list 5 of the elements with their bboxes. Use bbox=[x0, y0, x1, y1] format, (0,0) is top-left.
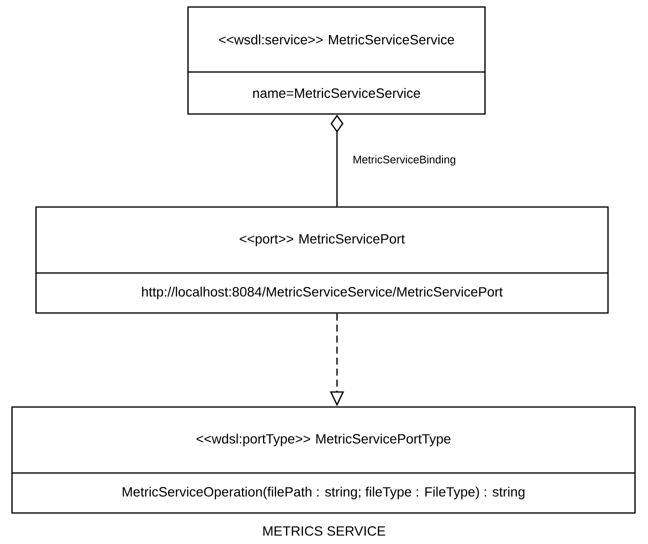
class-box: <<port>> MetricServicePort http://localhost:8084/MetricServiceService/MetricServicePort bbox=[35, 206, 609, 314]
edge-label: MetricServiceBinding bbox=[352, 154, 457, 167]
class-box: <<wdsl:portType>> MetricServicePortType MetricServiceOperation(filePath : string; fileType : FileType) : string bbox=[11, 406, 636, 514]
caption: METRICS SERVICE bbox=[263, 526, 386, 536]
class-box: <<wsdl:service>> MetricServiceService name=MetricServiceService bbox=[187, 6, 486, 115]
